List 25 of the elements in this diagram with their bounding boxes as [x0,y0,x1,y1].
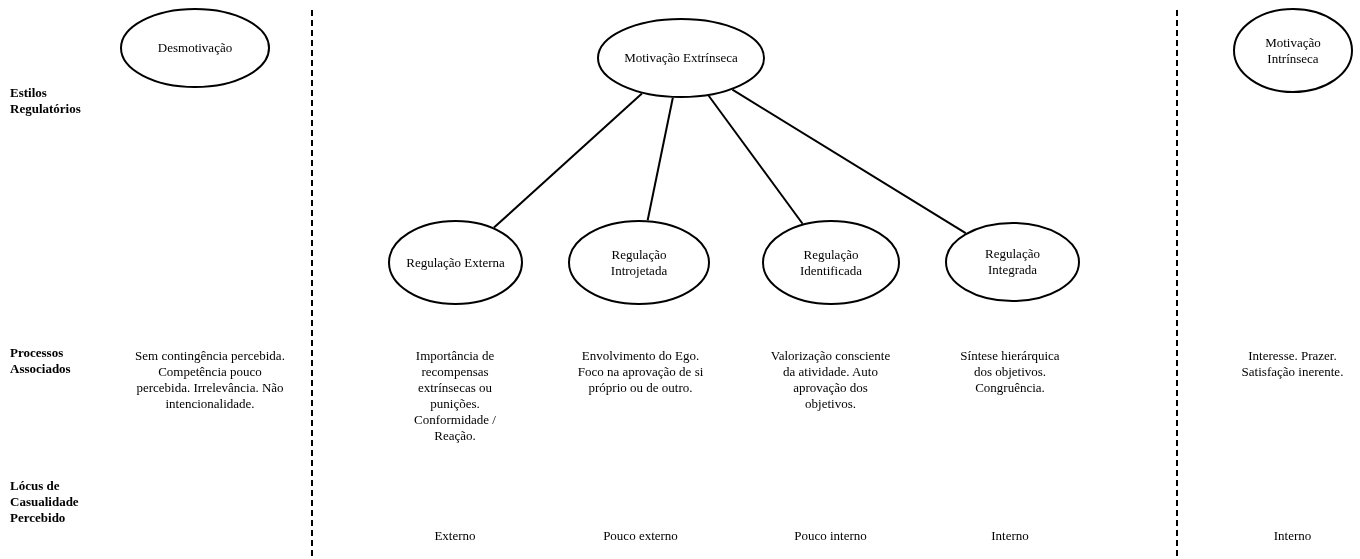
connector-line [731,88,967,235]
connector-line [707,94,804,225]
cell-text: Pouco interno [793,528,868,544]
ellipse-node: Regulação Identificada [762,220,900,305]
row-heading: Lócus de Casualidade Percebido [10,478,80,526]
ellipse-node: Motivação Intrínseca [1233,8,1353,93]
cell-text: Valorização consciente da atividade. Auto aprovação dos objetivos. [769,348,892,412]
ellipse-node: Desmotivação [120,8,270,88]
cell-text: Importância de recompensas extrínsecas ou punições. Conformidade / Reação. [413,348,497,444]
cell-text: Envolvimento do Ego. Foco na aprovação de si próprio ou de outro. [576,348,705,396]
cell-text: Interno [1272,528,1313,544]
connector-line [493,92,643,229]
connector-line [646,96,674,222]
ellipse-node: Regulação Externa [388,220,523,305]
cell-text: Externo [433,528,477,544]
ellipse-node: Motivação Extrínseca [597,18,765,98]
cell-text: Interno [990,528,1030,544]
ellipse-node: Regulação Integrada [945,222,1080,302]
cell-text: Sem contingência percebida. Competência pouco percebida. Irrelevância. Não intencionalidade. [135,348,285,412]
cell-text: Pouco externo [602,528,679,544]
row-heading: Estilos Regulatórios [10,85,82,117]
cell-text: Síntese hierárquica dos objetivos. Congruência. [959,348,1061,396]
ellipse-node: Regulação Introjetada [568,220,710,305]
cell-text: Interesse. Prazer. Satisfação inerente. [1240,348,1345,380]
row-heading: Processos Associados [10,345,72,377]
